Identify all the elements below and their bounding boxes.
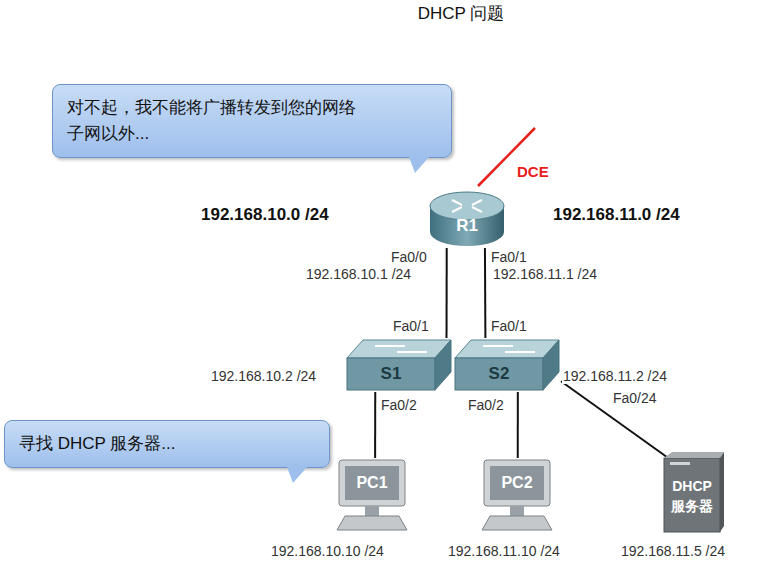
- subnet-label: 192.168.11.0 /24: [552, 205, 681, 225]
- device-name: S2: [455, 364, 543, 384]
- ethernet-link: [517, 392, 519, 458]
- ethernet-link: [484, 248, 486, 338]
- port-address-label: Fa0/0: [390, 249, 428, 265]
- ethernet-link: [374, 392, 376, 458]
- bubble-text: 对不起，我不能将广播转发到您的网络 子网以外...: [67, 95, 437, 147]
- pc-icon: PC1: [333, 458, 411, 534]
- device-name: PC1: [345, 474, 399, 492]
- router-icon: R1: [428, 190, 506, 248]
- bubble-text: 寻找 DHCP 服务器...: [19, 431, 315, 457]
- port-address-label: Fa0/2: [467, 397, 505, 413]
- port-address-label: 192.168.10.1 /24: [305, 266, 412, 282]
- switch-icon: S2: [453, 338, 561, 392]
- device-name: DHCP 服务器: [664, 476, 720, 516]
- port-address-label: Fa0/24: [612, 390, 658, 406]
- device-name: PC2: [490, 474, 544, 492]
- server-icon: DHCP 服务器: [658, 452, 724, 534]
- speech-bubble: 对不起，我不能将广播转发到您的网络 子网以外...: [52, 84, 452, 158]
- pc-icon: PC2: [478, 458, 556, 534]
- title: DHCP 问题: [0, 2, 772, 25]
- switch-icon: S1: [345, 338, 453, 392]
- port-address-label: 192.168.11.5 /24: [620, 543, 726, 559]
- speech-bubble: 寻找 DHCP 服务器...: [4, 420, 330, 468]
- port-address-label: 192.168.11.2 /24: [562, 368, 668, 384]
- device-name: R1: [428, 216, 506, 236]
- pc-symbol: [478, 458, 556, 534]
- device-name: S1: [347, 364, 435, 384]
- port-address-label: Fa0/2: [380, 397, 418, 413]
- subnet-label: 192.168.10.0 /24: [200, 205, 330, 225]
- pc-symbol: [333, 458, 411, 534]
- ethernet-link: [446, 248, 448, 338]
- port-address-label: 192.168.11.1 /24: [492, 266, 598, 282]
- port-address-label: Fa0/1: [490, 249, 528, 265]
- ethernet-link: [561, 381, 668, 458]
- port-address-label: 192.168.11.10 /24: [447, 543, 561, 559]
- port-address-label: Fa0/1: [490, 318, 528, 334]
- interface-type: DCE: [516, 163, 550, 181]
- port-address-label: 192.168.10.2 /24: [210, 368, 317, 384]
- port-address-label: 192.168.10.10 /24: [270, 543, 385, 559]
- port-address-label: Fa0/1: [392, 318, 430, 334]
